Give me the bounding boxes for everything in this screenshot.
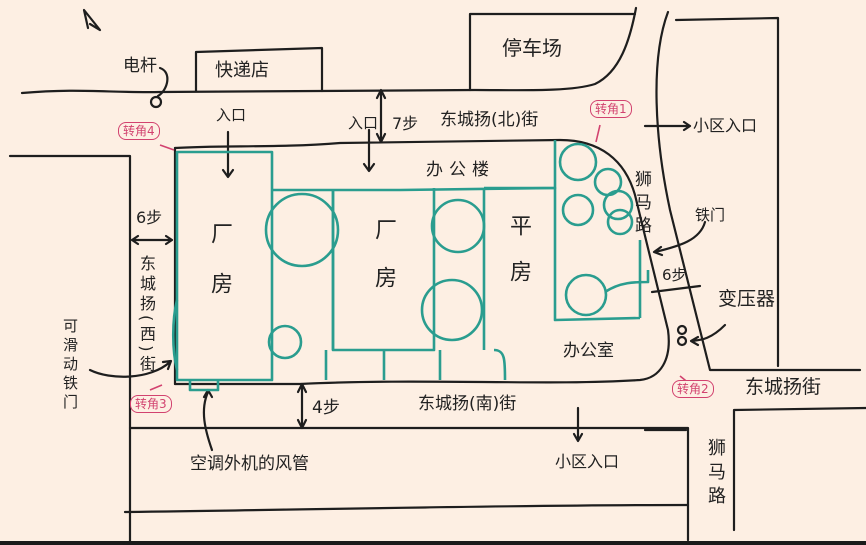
sliding-gate-label: 可滑动铁门 xyxy=(61,318,79,413)
bungalow-label: 平房 xyxy=(506,214,531,306)
west-street-width: 6步 xyxy=(136,208,163,227)
office-room-label: 办公室 xyxy=(563,341,614,361)
north-street-width: 7步 xyxy=(392,114,419,133)
corner-1-callout: 转角1 xyxy=(590,100,632,118)
north-street-label: 东城扬(北)街 xyxy=(440,110,539,130)
courier-shop-label: 快递店 xyxy=(215,60,269,81)
community-entrance-south: 小区入口 xyxy=(555,452,620,471)
office-building-label: 办公楼 xyxy=(426,160,495,180)
factory-middle-label: 厂房 xyxy=(371,218,396,314)
corner-4-callout: 转角4 xyxy=(118,122,160,140)
corner-3-callout: 转角3 xyxy=(130,395,172,413)
entrance-label-2: 入口 xyxy=(348,114,379,132)
iron-gate-label: 铁门 xyxy=(695,206,726,224)
factory-west-label: 厂房 xyxy=(207,222,232,322)
east-main-street-label: 东城扬街 xyxy=(745,376,822,398)
south-street-width: 4步 xyxy=(312,398,340,418)
community-entrance-east: 小区入口 xyxy=(693,116,758,135)
north-arrow-icon xyxy=(82,8,102,32)
transformer-label: 变压器 xyxy=(718,288,776,310)
shima-road-upper-label: 狮马路 xyxy=(631,170,651,239)
ac-duct-label: 空调外机的风管 xyxy=(190,454,309,474)
entrance-label-1: 入口 xyxy=(216,106,247,124)
east-road-width: 6步 xyxy=(662,266,687,284)
parking-lot-label: 停车场 xyxy=(502,36,562,60)
corner-2-callout: 转角2 xyxy=(672,380,714,398)
utility-pole-label: 电杆 xyxy=(123,56,157,76)
south-street-label: 东城扬(南)街 xyxy=(418,394,517,414)
shima-road-lower-label: 狮马路 xyxy=(705,438,726,510)
west-street-label: 东城扬(西)街 xyxy=(137,255,156,376)
